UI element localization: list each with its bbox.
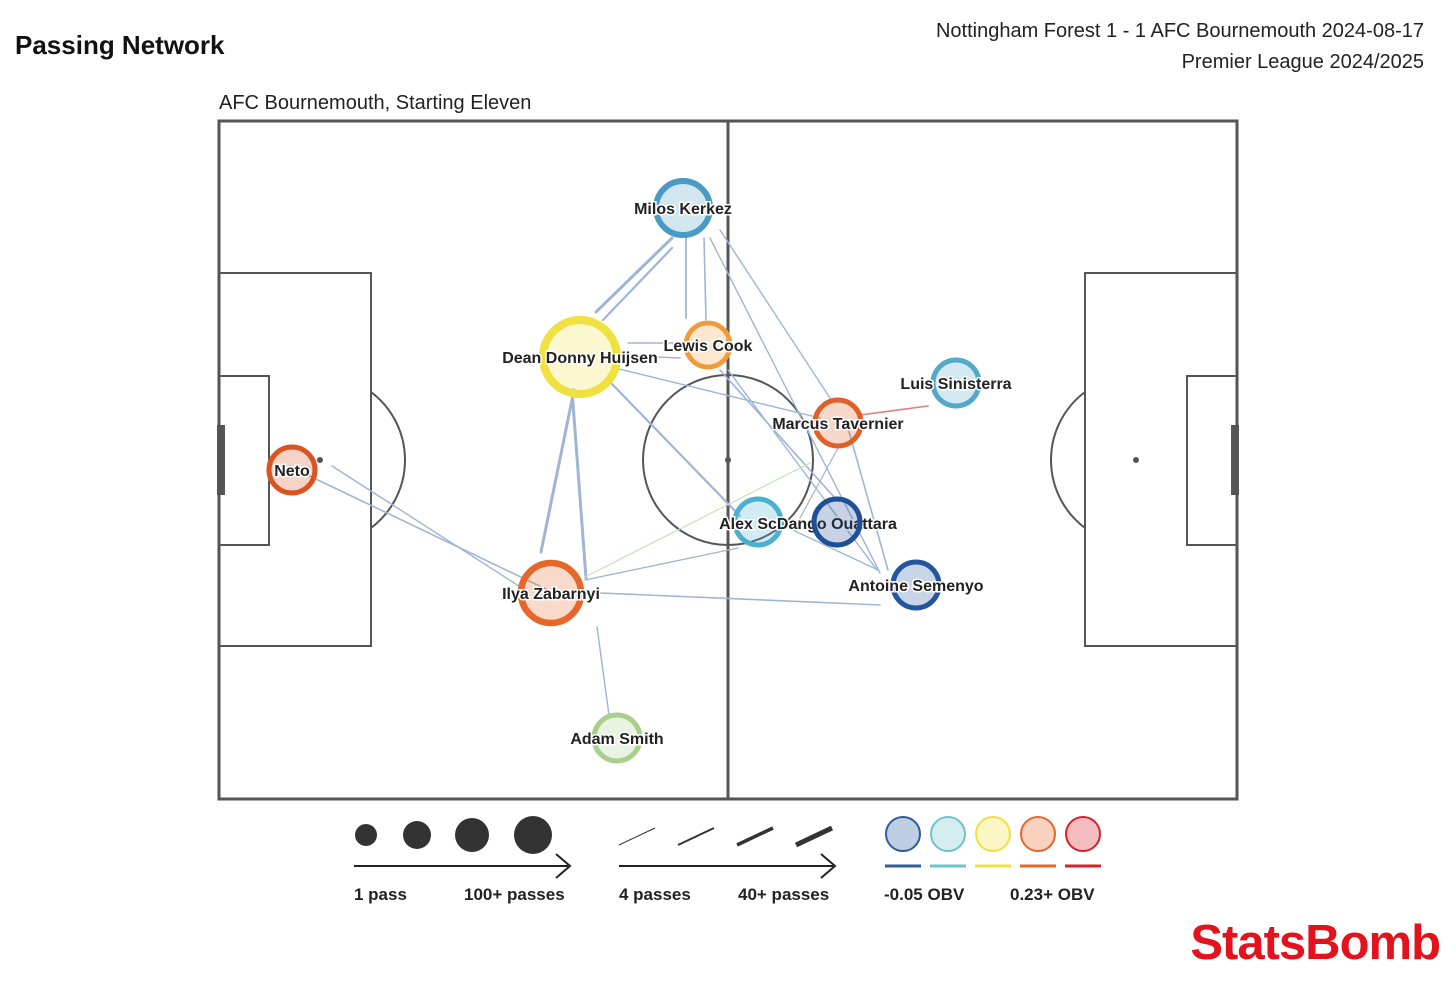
pass-edge [781, 524, 879, 571]
player-circle [517, 559, 585, 627]
player-circle [683, 320, 733, 370]
pass-edge [703, 237, 707, 321]
player-name: Milos Kerkez [634, 201, 732, 218]
pass-edge [719, 229, 831, 399]
legend-obv-swatch [1020, 816, 1056, 852]
right-penalty-arc [1050, 391, 1086, 529]
right-six-yard-box [1186, 375, 1238, 546]
player-node [811, 496, 863, 548]
team-subtitle: AFC Bournemouth, Starting Eleven [219, 92, 532, 114]
player-node: Lewis Cook [662, 320, 754, 370]
pass-edge [847, 427, 889, 571]
left-goal [217, 425, 225, 495]
legend-size-dot [403, 821, 431, 849]
pass-edge [859, 405, 929, 416]
player-name: Lewis Cook [664, 338, 753, 355]
player-node: Dean Donny Huijsen [501, 315, 659, 399]
player-node: Alex ScDango Ouattara [718, 496, 899, 548]
player-circle [930, 357, 982, 409]
legend-size-min: 1 pass [354, 885, 407, 904]
player-node: Antoine Semenyo [847, 559, 985, 611]
statsbomb-logo: StatsBomb [1190, 916, 1441, 970]
player-circle [591, 712, 643, 764]
player-node: Luis Sinisterra [899, 357, 1013, 409]
centre-spot [725, 457, 731, 463]
legend-obv-swatch [885, 816, 921, 852]
legend-width-min: 4 passes [619, 885, 691, 904]
legend-size-arrowhead [555, 853, 572, 879]
left-six-yard-box [218, 375, 270, 546]
player-node: Adam Smith [569, 712, 665, 764]
pass-edge [719, 369, 836, 499]
legend-obv-max: 0.23+ OBV [1010, 885, 1095, 904]
legend-width-max: 40+ passes [738, 885, 830, 904]
centre-circle [642, 374, 814, 546]
player-circle [266, 444, 318, 496]
left-penalty-spot [317, 457, 323, 463]
legend-size-max: 100+ passes [464, 885, 565, 904]
player-name: Neto [274, 463, 310, 480]
legend-obv-swatch [975, 816, 1011, 852]
match-info: Nottingham Forest 1 - 1 AFC Bournemouth … [936, 16, 1424, 78]
pass-edge [596, 626, 610, 716]
legend-size-dot [455, 818, 489, 852]
pass-edge [611, 354, 681, 359]
pass-edge [584, 547, 739, 581]
player-name: Ilya Zabarnyi [502, 586, 600, 603]
pass-edge [584, 462, 811, 578]
legend-width-line [618, 827, 656, 846]
match-line-2: Premier League 2024/2025 [1181, 51, 1424, 73]
match-line-1: Nottingham Forest 1 - 1 AFC Bournemouth … [935, 20, 1424, 42]
player-name: Dean Donny Huijsen [502, 350, 658, 367]
pass-edge [331, 465, 526, 591]
chart-title: Passing Network [15, 30, 225, 60]
legend-obv-min: -0.05 OBV [884, 885, 965, 904]
legend-size-dot [514, 816, 552, 854]
pass-edge [570, 388, 588, 580]
player-circle [653, 178, 713, 238]
pass-edge [709, 237, 881, 574]
player-circle [812, 397, 864, 449]
pass-edge [799, 447, 839, 519]
legend-size-dot [355, 824, 377, 846]
player-circle [811, 496, 863, 548]
player-name: Marcus Tavernier [772, 416, 903, 433]
pass-edges [296, 229, 929, 716]
player-circle [732, 496, 784, 548]
pass-edge [594, 236, 674, 314]
player-name: Luis Sinisterra [900, 376, 1011, 393]
right-goal [1231, 425, 1239, 495]
pass-edge [614, 367, 821, 419]
player-name: Alex ScDango Ouattara [719, 516, 897, 533]
player-name: Antoine Semenyo [848, 578, 983, 595]
pass-edge [539, 388, 576, 554]
legend-obv-swatch [930, 816, 966, 852]
player-circle [890, 559, 942, 611]
legend-width-line [736, 826, 774, 847]
legend-width-line [677, 827, 715, 846]
legend-width-line [794, 825, 834, 848]
pass-edge [610, 382, 742, 518]
pass-edge [601, 246, 674, 322]
player-node: Marcus Tavernier [771, 397, 905, 449]
player-node: Milos Kerkez [633, 178, 733, 238]
player-circle [538, 315, 622, 399]
pass-edge [599, 592, 881, 606]
pass-edge [296, 469, 549, 591]
legend-obv-swatch [1065, 816, 1101, 852]
player-node: Neto [266, 444, 318, 496]
right-penalty-spot [1133, 457, 1139, 463]
legend [354, 816, 1101, 879]
right-penalty-box [1084, 272, 1238, 647]
player-name: Adam Smith [570, 731, 663, 748]
legend-width-arrowhead [820, 853, 837, 879]
player-node: Ilya Zabarnyi [501, 559, 601, 627]
